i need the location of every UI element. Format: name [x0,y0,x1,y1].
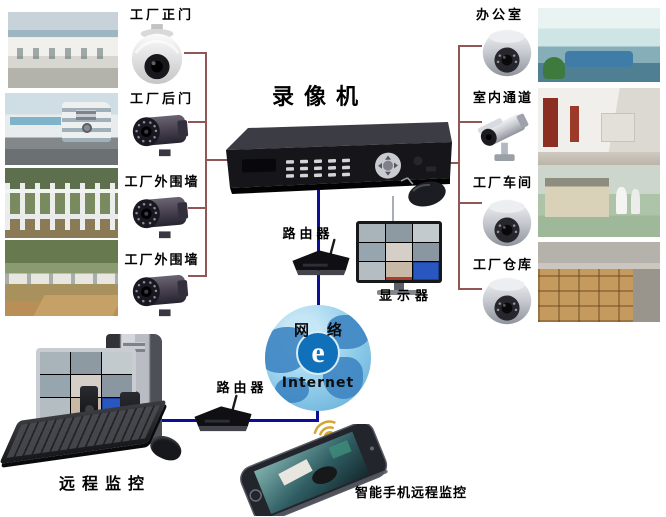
mouse-icon [398,174,450,208]
left-camera-bus-line [205,52,207,277]
label-router-top: 路由器 [282,227,334,242]
internet-down-line [316,404,319,422]
label-office: 办公室 [475,8,524,23]
label-monitor: 显示器 [378,289,433,304]
router-icon [290,238,352,278]
dome-camera-icon [480,274,534,326]
photo-factory-main-gate [8,12,118,88]
monitor-device [356,221,442,299]
label-smartphone-remote: 智能手机远程监控 [354,486,467,501]
right-branch-office [458,45,482,47]
dome-camera-icon [128,24,186,86]
label-perimeter-wall-2: 工厂外围墙 [124,253,200,268]
right-branch-corridor [458,121,482,123]
dome-camera-icon [480,26,534,78]
dvr-device [226,122,452,194]
photo-factory-warehouse [538,242,660,322]
right-camera-bus-line [458,45,460,289]
photo-perimeter-fence [5,168,118,238]
left-branch-wall2 [188,275,206,277]
bullet-camera-icon [128,108,190,160]
dome-camera-icon [480,196,534,248]
internet-e-badge: e [296,331,340,375]
bullet-camera-icon [128,190,190,242]
label-internet: Internet [281,375,355,391]
photo-office [538,8,660,82]
label-factory-back-door: 工厂后门 [129,92,194,107]
label-factory-main-gate: 工厂正门 [129,8,194,23]
right-branch-warehouse [458,288,482,290]
photo-indoor-corridor [538,88,660,170]
label-indoor-corridor: 室内通道 [472,91,533,106]
label-factory-warehouse: 工厂仓库 [472,258,533,273]
right-branch-workshop [458,202,482,204]
dvr-to-monitor-cable [392,196,394,223]
internet-globe-icon: e 网络 Internet [265,305,371,411]
left-branch-gate [184,52,206,54]
left-branch-wall1 [188,207,206,209]
label-factory-workshop: 工厂车间 [472,176,533,191]
label-router-bottom: 路由器 [216,381,268,396]
label-perimeter-wall-1: 工厂外围墙 [124,175,200,190]
left-bus-to-dvr [205,159,229,161]
photo-perimeter-wall [5,240,118,316]
photo-factory-back-door [5,93,118,165]
label-dvr: 录像机 [271,85,368,110]
label-remote-monitoring: 远程监控 [58,474,151,493]
photo-factory-workshop [538,165,660,237]
bullet-camera-icon [478,104,532,166]
monitor-camera-grid [359,224,439,280]
label-network: 网络 [293,321,360,339]
bullet-camera-icon [128,268,190,320]
smartphone-device [240,424,388,516]
dvr-to-internet-line [317,186,320,308]
left-branch-backdoor [188,121,206,123]
